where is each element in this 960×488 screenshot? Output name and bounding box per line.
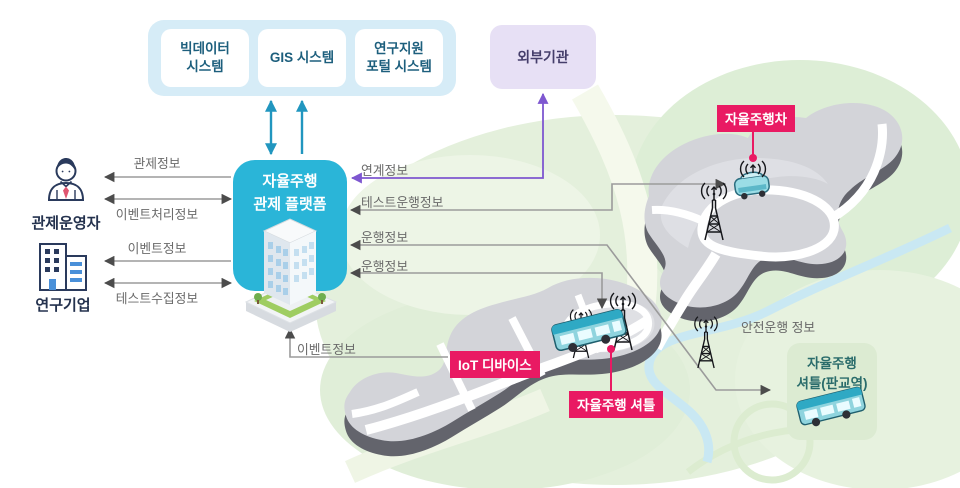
flow-label-drive-info-shuttle: 운행정보: [361, 259, 409, 274]
flow-label-event-handling: 이벤트처리정보: [115, 207, 199, 222]
operator-icon: [47, 158, 85, 201]
flow-label-drive-info-station: 운행정보: [361, 230, 409, 245]
flow-label-event-info: 이벤트정보: [127, 241, 187, 256]
platform-title: 자율주행 관제 플랫폼: [253, 173, 327, 213]
research-company-icon: [39, 243, 87, 291]
system-box-bigdata: 빅데이터 시스템: [161, 29, 249, 87]
systems-panel: 빅데이터 시스템 GIS 시스템 연구지원 포털 시스템: [148, 20, 456, 96]
flow-drive-info-station-line: [349, 239, 772, 396]
station-box-label: 자율주행 셔틀(판교역): [796, 356, 868, 391]
autonomous-car-icon: [733, 171, 770, 200]
flow-label-control-info: 관제정보: [133, 156, 181, 171]
flow-label-iot-event: 이벤트정보: [297, 342, 356, 357]
system-box-portal: 연구지원 포털 시스템: [355, 29, 443, 87]
iot-device-tag: IoT 디바이스: [450, 351, 540, 378]
flow-iot-event-line: [284, 327, 448, 358]
system-box-gis: GIS 시스템: [258, 29, 346, 87]
flow-label-test-collect: 테스트수집정보: [115, 291, 199, 306]
shuttle-tag: 자율주행 셔틀: [569, 391, 664, 418]
flow-label-external-link: 연계정보: [361, 163, 409, 178]
safety-info-label: 안전운행 정보: [741, 320, 816, 335]
flow-label-test-drive: 테스트운행정보: [361, 195, 444, 210]
flow-connectors: [103, 171, 772, 396]
research-company-label: 연구기업: [35, 297, 91, 314]
external-org-box: 외부기관: [490, 25, 596, 89]
vehicle-tag-pin-dot: [749, 154, 757, 162]
vehicle-tag: 자율주행차: [717, 105, 796, 132]
shuttle-tag-pin-dot: [607, 345, 615, 353]
platform-building-icon: [244, 218, 338, 332]
flow-external-link-line: [350, 92, 549, 184]
flow-test-drive-line: [349, 178, 727, 216]
flow-drive-info-shuttle-line: [349, 267, 608, 310]
operator-label: 관제운영자: [31, 215, 101, 232]
